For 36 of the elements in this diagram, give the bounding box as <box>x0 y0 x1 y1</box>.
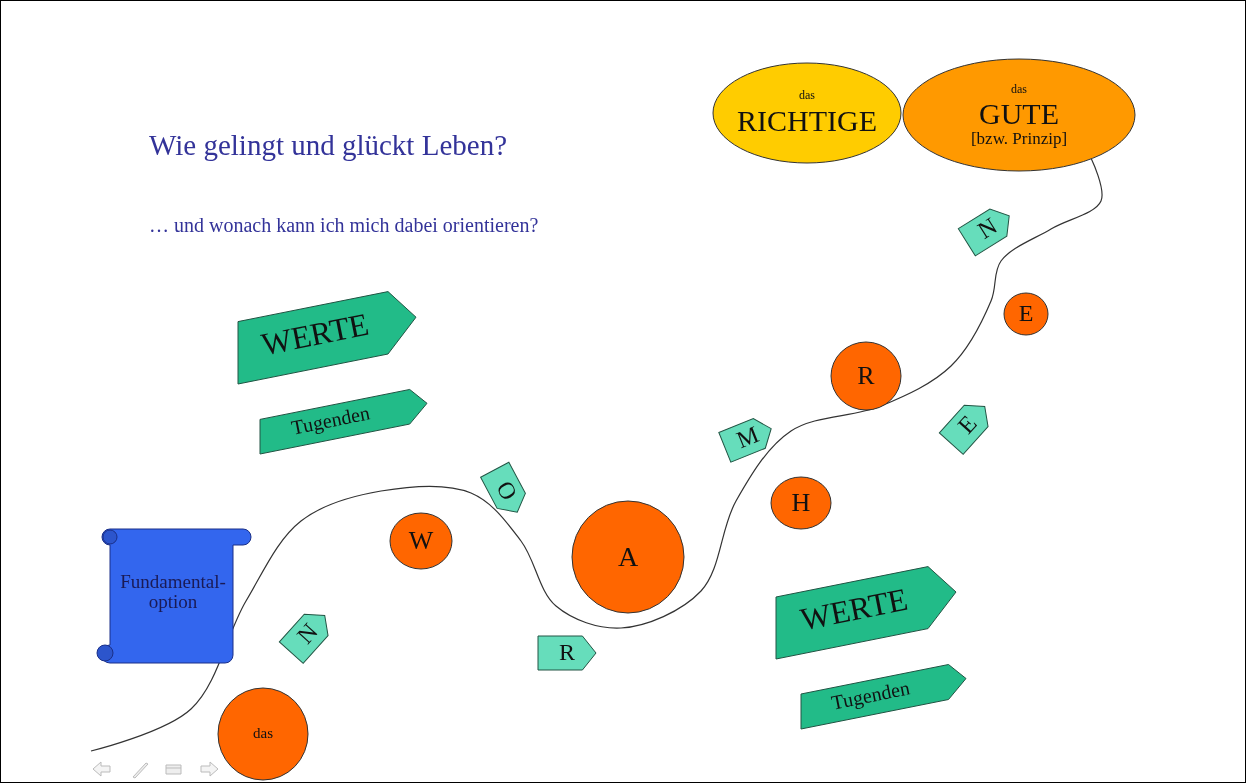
node-text: M <box>733 422 763 454</box>
sign-panel <box>259 386 427 454</box>
node-text: R <box>559 640 575 666</box>
letter-circle <box>218 688 308 780</box>
node-text: A <box>617 542 639 572</box>
node-text: WERTE <box>258 307 372 363</box>
node-text: Tugenden <box>830 676 912 714</box>
node-text: [bzw. Prinzip] <box>970 129 1068 148</box>
letter-circle <box>1004 293 1048 335</box>
letter-circle <box>390 513 452 569</box>
node-text: Tugenden <box>290 401 372 439</box>
node-text: GUTE <box>979 98 1059 130</box>
node-text: N <box>292 619 324 649</box>
sign-panel <box>800 661 966 729</box>
node-text: H <box>791 489 811 517</box>
node-text: O <box>490 477 522 505</box>
letter-tag <box>538 636 596 670</box>
letter-circle <box>572 501 684 613</box>
node-text: das <box>799 89 815 103</box>
node-text: WERTE <box>797 582 911 638</box>
node-text: das <box>253 726 273 742</box>
curved-line <box>90 158 1103 752</box>
node-text: das <box>1011 82 1027 96</box>
ellipse-node <box>903 59 1135 171</box>
title: Wie gelingt und glückt Leben? <box>149 129 507 162</box>
node-text: W <box>408 527 434 555</box>
node-text: E <box>953 411 983 439</box>
node-text: E <box>1018 301 1034 327</box>
node-text: RICHTIGE <box>737 105 877 137</box>
node-text: R <box>857 362 875 390</box>
letter-circle <box>771 477 831 529</box>
node-text: N <box>973 213 1003 245</box>
node-text: Fundamental-option <box>119 572 227 612</box>
ellipse-node <box>713 63 901 163</box>
subtitle: … und wonach kann ich mich dabei orientieren? <box>149 214 539 237</box>
letter-circle <box>831 342 901 410</box>
